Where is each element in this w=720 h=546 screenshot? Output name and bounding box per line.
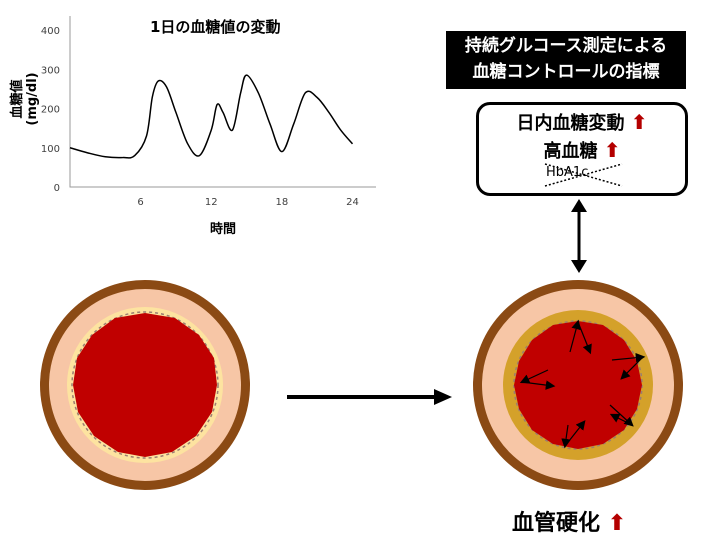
double-vertical-arrow-icon	[571, 199, 587, 273]
chart-title: 1日の血糖値の変動	[150, 18, 281, 36]
metric-row-variability: 日内血糖変動 ⬆	[479, 109, 685, 135]
normal-artery-icon	[40, 280, 250, 490]
x-tick-label: 12	[205, 197, 218, 208]
metric-hba1c-label: HbA1c	[546, 165, 589, 180]
axis-lines	[69, 16, 376, 188]
metric-hyperglycemia-label: 高血糖	[543, 141, 598, 162]
chart-axes	[69, 16, 376, 188]
arteriosclerosis-text: 血管硬化	[512, 511, 601, 536]
x-tick-label: 6	[137, 197, 143, 208]
glucose-line-chart: 0 100 200 300 400 6 12 18 24	[41, 16, 376, 208]
pressure-arrows	[519, 319, 646, 449]
y-tick-label: 0	[54, 183, 60, 194]
chart-ticks: 0 100 200 300 400 6 12 18 24	[41, 26, 359, 208]
arteriosclerosis-label: 血管硬化 ⬆	[512, 505, 626, 537]
y-tick-label: 100	[41, 144, 60, 155]
cgm-title-box: 持続グルコース測定による 血糖コントロールの指標	[446, 31, 686, 89]
x-tick-label: 24	[346, 197, 359, 208]
metric-row-hyperglycemia: 高血糖 ⬆	[479, 137, 685, 163]
cgm-title-line1: 持続グルコース測定による	[464, 36, 668, 56]
up-arrow-icon: ⬆	[630, 110, 648, 134]
y-tick-label: 400	[41, 26, 60, 37]
up-arrow-icon: ⬆	[603, 138, 621, 162]
y-tick-label: 200	[41, 105, 60, 116]
progression-arrow-icon	[287, 389, 452, 405]
x-axis-label: 時間	[210, 222, 237, 237]
cgm-title-line2: 血糖コントロールの指標	[472, 62, 660, 82]
hba1c-strike-icon	[544, 163, 623, 187]
up-arrow-icon: ⬆	[607, 511, 627, 536]
stiffened-artery-icon	[473, 280, 683, 490]
metric-variability-label: 日内血糖変動	[516, 113, 625, 134]
glucose-series-line	[69, 74, 354, 159]
metrics-box: 日内血糖変動 ⬆ 高血糖 ⬆	[476, 102, 688, 196]
x-tick-label: 18	[275, 197, 288, 208]
normal-lumen	[73, 313, 217, 457]
y-tick-label: 300	[41, 65, 60, 76]
